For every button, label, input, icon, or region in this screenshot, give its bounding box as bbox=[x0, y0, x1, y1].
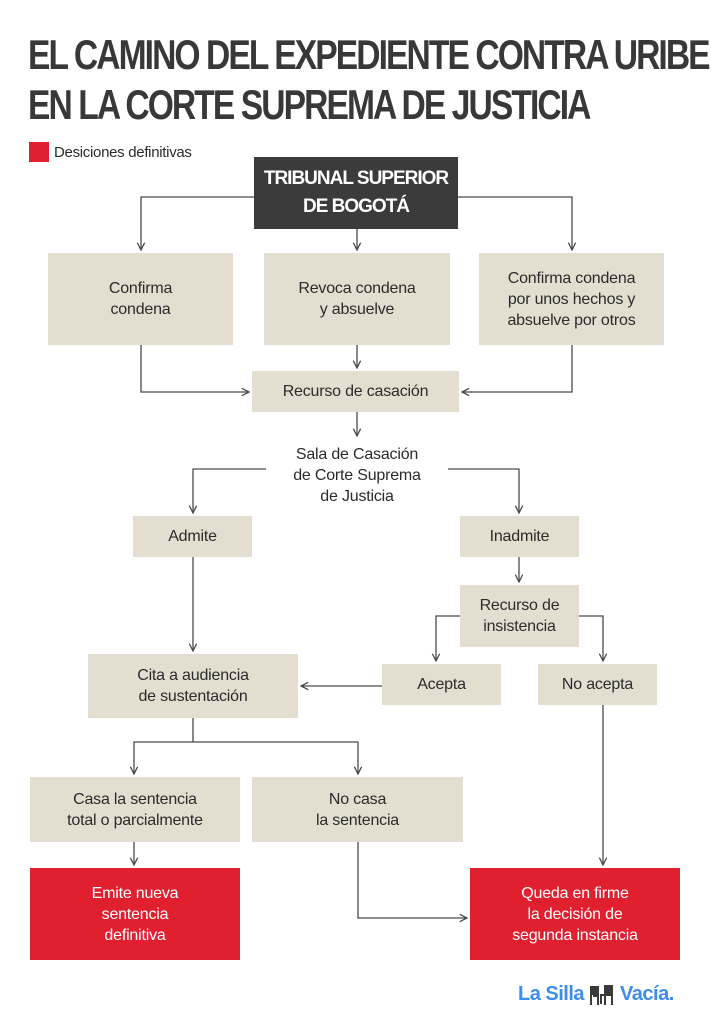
edge-insistencia-acepta bbox=[436, 615, 460, 661]
edge-tribunal-parcial bbox=[458, 196, 572, 250]
node-no-casa: No casa la sentencia bbox=[252, 777, 463, 842]
node-admite: Admite bbox=[133, 516, 252, 557]
edge-nocasa-queda bbox=[357, 842, 467, 918]
node-emite-nueva: Emite nueva sentencia definitiva bbox=[30, 868, 240, 960]
edge-cita-casa bbox=[134, 718, 194, 774]
legend: Desiciones definitivas bbox=[29, 142, 192, 162]
node-acepta: Acepta bbox=[382, 664, 501, 705]
infographic-title: EL CAMINO DEL EXPEDIENTE CONTRA URIBE EN… bbox=[28, 30, 711, 130]
edge-sala-admite bbox=[193, 468, 266, 513]
legend-label: Desiciones definitivas bbox=[54, 143, 192, 161]
edge-sala-inadmite bbox=[448, 468, 519, 513]
title-line-2: EN LA CORTE SUPREMA DE JUSTICIA bbox=[28, 81, 591, 128]
edge-parcial-casacion bbox=[462, 345, 573, 392]
node-recurso-insistencia: Recurso de insistencia bbox=[460, 585, 579, 647]
node-confirma-parcial: Confirma condena por unos hechos y absue… bbox=[479, 253, 664, 345]
node-revoca-condena: Revoca condena y absuelve bbox=[264, 253, 450, 345]
edge-cita-nocasa bbox=[193, 741, 358, 774]
node-queda-firme: Queda en firme la decisión de segunda in… bbox=[470, 868, 680, 960]
node-cita-audiencia: Cita a audiencia de sustentación bbox=[88, 654, 298, 718]
node-recurso-casacion: Recurso de casación bbox=[252, 371, 459, 412]
chairs-icon bbox=[588, 984, 616, 1006]
edge-insistencia-noacepta bbox=[579, 615, 603, 661]
node-casa-sentencia: Casa la sentencia total o parcialmente bbox=[30, 777, 240, 842]
brand-logo: La Silla Vacía. bbox=[518, 983, 674, 1006]
title-line-1: EL CAMINO DEL EXPEDIENTE CONTRA URIBE bbox=[28, 31, 711, 78]
node-inadmite: Inadmite bbox=[460, 516, 579, 557]
node-tribunal: TRIBUNAL SUPERIOR DE BOGOTÁ bbox=[254, 157, 458, 229]
node-confirma-condena: Confirma condena bbox=[48, 253, 233, 345]
legend-swatch-definitive bbox=[29, 142, 49, 162]
node-sala-casacion: Sala de Casación de Corte Suprema de Jus… bbox=[293, 446, 421, 505]
edge-tribunal-confirma bbox=[141, 196, 254, 250]
logo-text-right: Vacía. bbox=[620, 983, 674, 1005]
node-no-acepta: No acepta bbox=[538, 664, 657, 705]
logo-text-left: La Silla bbox=[518, 983, 585, 1005]
edge-confirma-casacion bbox=[140, 345, 249, 392]
